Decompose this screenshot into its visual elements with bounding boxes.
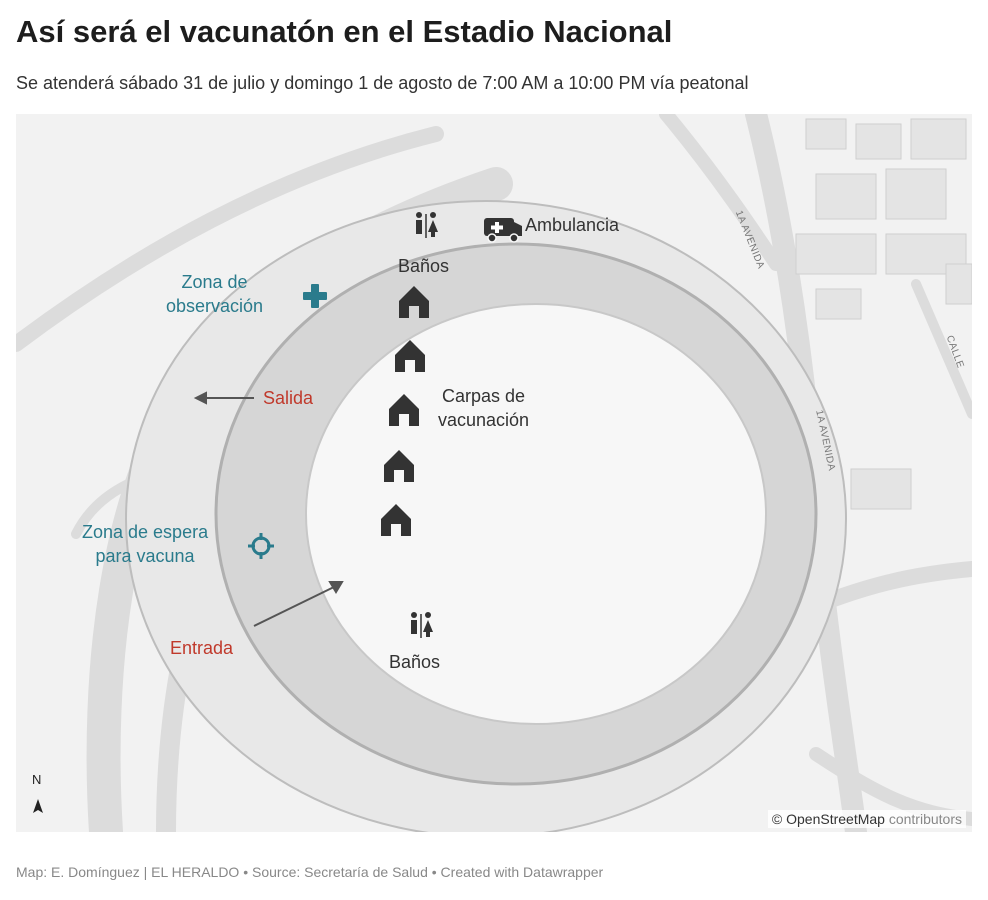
attribution-prefix: © [771, 811, 787, 827]
restroom-icon [416, 212, 438, 238]
building [795, 233, 877, 275]
label-banos-bottom: Baños [389, 652, 441, 672]
label-carpas-line2: vacunación [438, 410, 530, 430]
map-base [16, 114, 972, 832]
map-attribution: © OpenStreetMap contributors [767, 810, 966, 828]
road-northwest [16, 126, 444, 352]
label-carpas-line1: Carpas de [442, 386, 526, 406]
stadium-map[interactable]: 1A AVENIDA 1A AVENIDA CALLE Zona de obse… [16, 114, 972, 832]
stadium-field [305, 303, 767, 725]
entrada-arrow-head [328, 581, 344, 594]
entrada-arrow [253, 585, 337, 627]
label-zona-observacion-line2: observación [166, 296, 264, 316]
label-zona-observacion: Zona de observación [166, 270, 263, 318]
label-entrada: Entrada [170, 638, 234, 658]
medical-cross-icon [303, 284, 327, 308]
page-subtitle: Se atenderá sábado 31 de julio y domingo… [16, 73, 749, 93]
building [885, 168, 947, 220]
building [815, 173, 877, 220]
label-zona-observacion-line1: Zona de [181, 272, 248, 292]
page-title: Así será el vacunatón en el Estadio Naci… [16, 14, 673, 49]
label-carpas: Carpas de vacunación [438, 384, 529, 432]
north-arrow-icon [33, 799, 43, 813]
attribution-suffix: contributors [884, 811, 962, 827]
avenida-top [659, 114, 783, 271]
crosshair-icon [248, 533, 274, 559]
calle [911, 279, 972, 419]
label-ambulancia: Ambulancia [525, 215, 620, 235]
tent-icon [395, 340, 425, 372]
ambulance-icon [484, 218, 522, 243]
building [945, 263, 972, 305]
building [910, 118, 967, 160]
building [805, 118, 847, 150]
salida-arrow-head [193, 391, 207, 405]
label-banos-top: Baños [398, 256, 450, 276]
building [855, 123, 902, 160]
tent-icon [389, 394, 419, 426]
footer-credits: Map: E. Domínguez | EL HERALDO • Source:… [16, 864, 604, 880]
building [850, 468, 912, 510]
label-zona-espera-line1: Zona de espera [82, 522, 209, 542]
tent-icon [381, 504, 411, 536]
label-zona-espera: Zona de espera para vacuna [82, 520, 208, 568]
north-label: N [32, 772, 42, 787]
label-salida: Salida [263, 388, 314, 408]
building [815, 288, 862, 320]
attribution-source-link[interactable]: OpenStreetMap [786, 811, 885, 827]
tent-icon [384, 450, 414, 482]
restroom-icon [411, 612, 433, 638]
tent-icon [399, 286, 429, 318]
label-zona-espera-line2: para vacuna [95, 546, 195, 566]
